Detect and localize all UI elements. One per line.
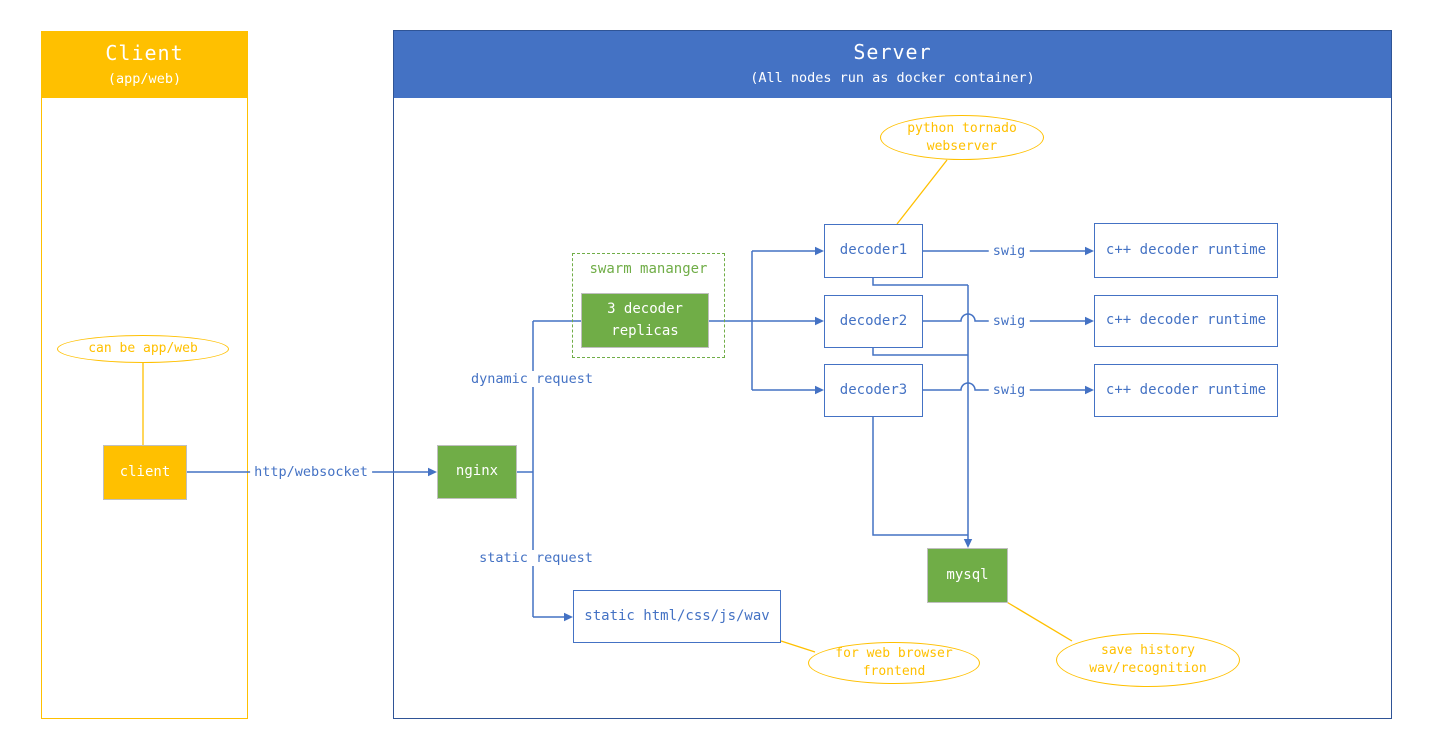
client-note-ellipse: can be app/web	[57, 335, 229, 363]
tornado-note-ellipse: python tornado webserver	[880, 115, 1044, 160]
swig3-label: swig	[988, 382, 1030, 398]
decoder1-node[interactable]: decoder1	[824, 224, 923, 278]
decoder2-node[interactable]: decoder2	[824, 295, 923, 348]
decoder3-node[interactable]: decoder3	[824, 364, 923, 417]
dynamic-request-label: dynamic request	[467, 371, 597, 387]
static-request-label: static request	[475, 550, 597, 566]
server-title: Server	[853, 40, 932, 64]
cpp-runtime2-node[interactable]: c++ decoder runtime	[1094, 295, 1278, 347]
swarm-manager-label: swarm mananger	[589, 261, 708, 277]
swig1-label: swig	[988, 243, 1030, 259]
mysql-node[interactable]: mysql	[927, 548, 1008, 603]
decoder-replicas-node[interactable]: 3 decoder replicas	[581, 293, 709, 348]
swarm-manager-group: swarm mananger 3 decoder replicas	[572, 253, 725, 358]
client-container: Client (app/web)	[41, 31, 248, 719]
http-websocket-label: http/websocket	[250, 464, 372, 480]
client-node[interactable]: client	[103, 445, 187, 500]
client-header: Client (app/web)	[42, 32, 247, 98]
nginx-node[interactable]: nginx	[437, 445, 517, 499]
server-subtitle: (All nodes run as docker container)	[750, 70, 1035, 86]
cpp-runtime1-node[interactable]: c++ decoder runtime	[1094, 223, 1278, 278]
client-subtitle: (app/web)	[107, 71, 182, 87]
server-header: Server (All nodes run as docker containe…	[394, 31, 1391, 98]
client-title: Client	[105, 41, 184, 65]
cpp-runtime3-node[interactable]: c++ decoder runtime	[1094, 364, 1278, 417]
swig2-label: swig	[988, 313, 1030, 329]
static-files-node[interactable]: static html/css/js/wav	[573, 590, 781, 643]
history-note-ellipse: save history wav/recognition	[1056, 633, 1240, 687]
frontend-note-ellipse: for web browser frontend	[808, 642, 980, 684]
